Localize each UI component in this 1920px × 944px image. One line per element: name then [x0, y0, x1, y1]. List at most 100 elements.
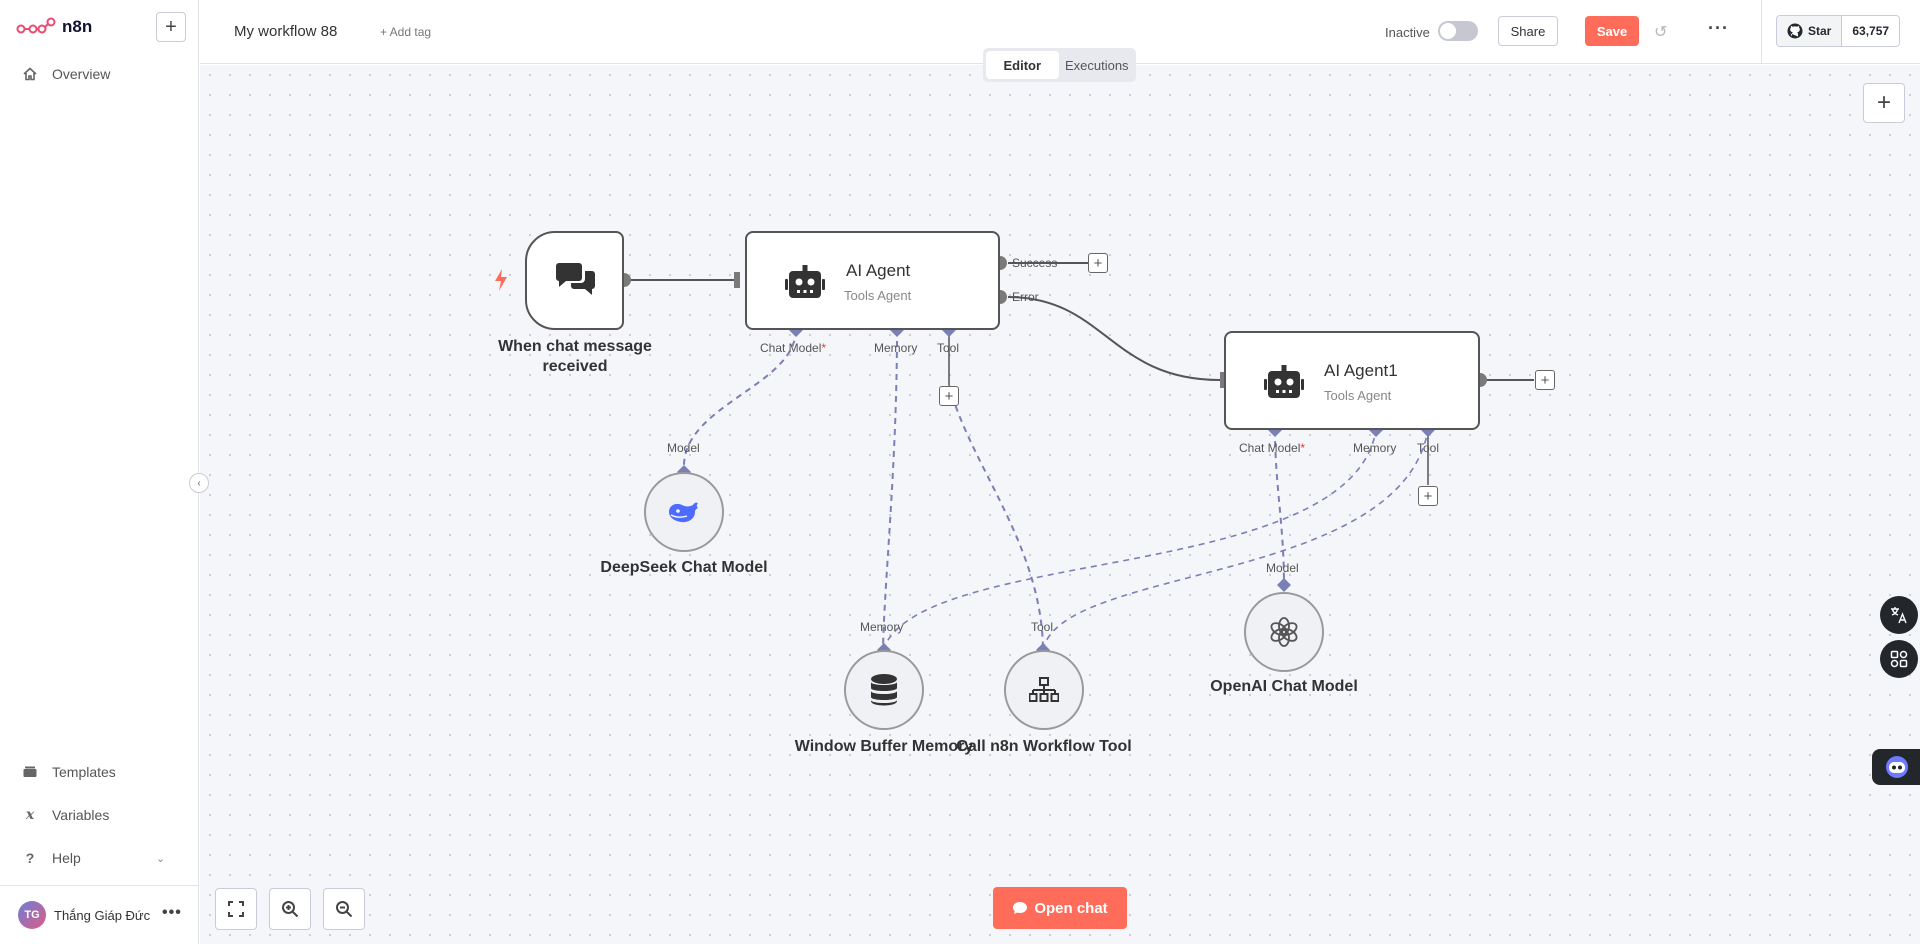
github-star-widget[interactable]: Star 63,757 [1776, 15, 1901, 47]
input-port [734, 272, 740, 288]
sidebar: n8n + Overview Templates x Variables ? H… [0, 0, 199, 944]
sidebar-divider [0, 885, 199, 886]
sidebar-item-label: Variables [52, 807, 110, 823]
port-label-memory: Memory [1353, 441, 1397, 455]
node-label: Window Buffer Memory [794, 738, 974, 755]
openai-icon [1270, 617, 1298, 647]
add-tool-button[interactable]: + [1418, 486, 1438, 506]
logo-text: n8n [62, 17, 93, 36]
node-label: Call n8n Workflow Tool [956, 738, 1132, 755]
database-icon [871, 674, 897, 706]
node-title: AI Agent [846, 261, 911, 280]
connection-error-to-agent1 [1007, 296, 1221, 381]
open-chat-button[interactable]: Open chat [993, 887, 1127, 929]
chevron-down-icon[interactable]: ⌄ [156, 853, 166, 865]
collapse-sidebar-button[interactable]: ‹ [189, 473, 209, 493]
variables-icon: x [25, 807, 35, 823]
node-openai-chat-model[interactable] [1244, 592, 1324, 672]
translate-float-button[interactable] [1880, 596, 1918, 634]
dashed-memory-to-agent [882, 329, 898, 651]
dashed-memory-to-agent1 [882, 429, 1377, 651]
avatar[interactable]: TG [18, 901, 46, 929]
node-window-buffer-memory[interactable] [844, 650, 924, 730]
n8n-logo-icon [16, 17, 56, 34]
templates-icon [22, 764, 38, 780]
more-options-icon[interactable]: ··· [1708, 18, 1729, 38]
add-node-success-button[interactable]: + [1088, 253, 1108, 273]
sidebar-item-overview[interactable]: Overview [22, 66, 110, 82]
open-chat-label: Open chat [1034, 899, 1108, 917]
zoom-in-icon [282, 901, 299, 918]
node-call-workflow-tool[interactable] [1004, 650, 1084, 730]
node-title: AI Agent1 [1324, 361, 1398, 380]
help-icon: ? [25, 850, 35, 866]
chat-icon [1013, 902, 1028, 914]
assistant-float-button[interactable] [1872, 749, 1920, 785]
dashed-tool-to-agent [948, 384, 1044, 651]
github-icon [1787, 23, 1803, 39]
dashed-openai-to-agent1 [1274, 429, 1285, 586]
port-label-memory: Memory [860, 620, 904, 634]
tab-editor[interactable]: Editor [986, 51, 1059, 79]
node-label: DeepSeek Chat Model [600, 559, 768, 576]
open-nodes-panel-button[interactable]: + [1863, 83, 1905, 123]
workflow-name[interactable]: My workflow 88 [234, 23, 338, 40]
input-port [1220, 372, 1226, 388]
port-label-tool: Tool [1031, 620, 1054, 634]
github-star-count[interactable]: 63,757 [1842, 16, 1900, 46]
node-ai-agent[interactable]: AI Agent Tools Agent [745, 231, 1000, 330]
zoom-to-fit-button[interactable] [215, 888, 257, 930]
robot-icon [785, 265, 825, 298]
fit-view-icon [228, 901, 244, 917]
sidebar-item-label: Overview [52, 66, 111, 82]
port-label-memory: Memory [874, 341, 918, 355]
port-label-tool: Tool [937, 341, 960, 355]
node-subtitle: Tools Agent [1324, 388, 1392, 403]
share-button[interactable]: Share [1498, 16, 1558, 46]
node-ai-agent1[interactable]: AI Agent1 Tools Agent [1224, 331, 1480, 430]
sidebar-item-label: Templates [52, 764, 116, 780]
zoom-in-button[interactable] [269, 888, 311, 930]
user-menu-icon[interactable]: ••• [162, 904, 182, 921]
port-label-model: Model [667, 441, 700, 455]
translate-icon [1891, 607, 1907, 624]
deepseek-whale-icon [669, 502, 698, 523]
dashed-deepseek-to-agent [683, 329, 797, 466]
view-tabs: Editor Executions [983, 48, 1136, 82]
user-name: Thắng Giáp Đức [54, 908, 151, 923]
port-label-model: Model [1266, 561, 1299, 575]
add-tag-button[interactable]: + Add tag [380, 25, 432, 39]
tab-executions[interactable]: Executions [1064, 57, 1129, 73]
port-label-tool: Tool [1417, 441, 1440, 455]
sidebar-item-templates[interactable]: Templates [22, 764, 116, 780]
add-tool-button[interactable]: + [939, 386, 959, 406]
node-deepseek[interactable] [644, 472, 724, 552]
sidebar-item-variables[interactable]: x Variables [22, 807, 110, 823]
required-mark: * [821, 341, 827, 355]
output-label-success: Success [1012, 256, 1058, 270]
create-new-button[interactable]: + [156, 12, 186, 42]
port-diamond [1277, 578, 1291, 592]
n8n-logo[interactable]: n8n [16, 17, 92, 37]
zoom-out-icon [336, 901, 353, 918]
apps-float-button[interactable] [1880, 640, 1918, 678]
apps-grid-icon [1890, 650, 1908, 668]
github-star-button[interactable]: Star [1777, 16, 1843, 46]
home-icon [22, 66, 38, 82]
chat-bubbles-icon [556, 263, 595, 295]
add-node-agent1-button[interactable]: + [1535, 370, 1555, 390]
node-label: OpenAI Chat Model [1210, 678, 1358, 695]
node-chat-trigger[interactable] [525, 231, 624, 330]
trigger-bolt-icon [495, 269, 507, 291]
undo-icon[interactable]: ↺ [1654, 24, 1668, 41]
github-star-label: Star [1808, 24, 1832, 38]
workflow-canvas[interactable]: When chat message received AI Agent Tool… [200, 65, 1920, 944]
assistant-bot-icon [1886, 756, 1908, 778]
active-toggle[interactable] [1438, 21, 1478, 41]
node-label: When chat message received [498, 338, 652, 375]
sidebar-item-help[interactable]: ? Help [22, 850, 81, 866]
sitemap-icon [1029, 677, 1059, 702]
zoom-out-button[interactable] [323, 888, 365, 930]
required-mark: * [1300, 441, 1306, 455]
save-button[interactable]: Save [1585, 16, 1639, 46]
